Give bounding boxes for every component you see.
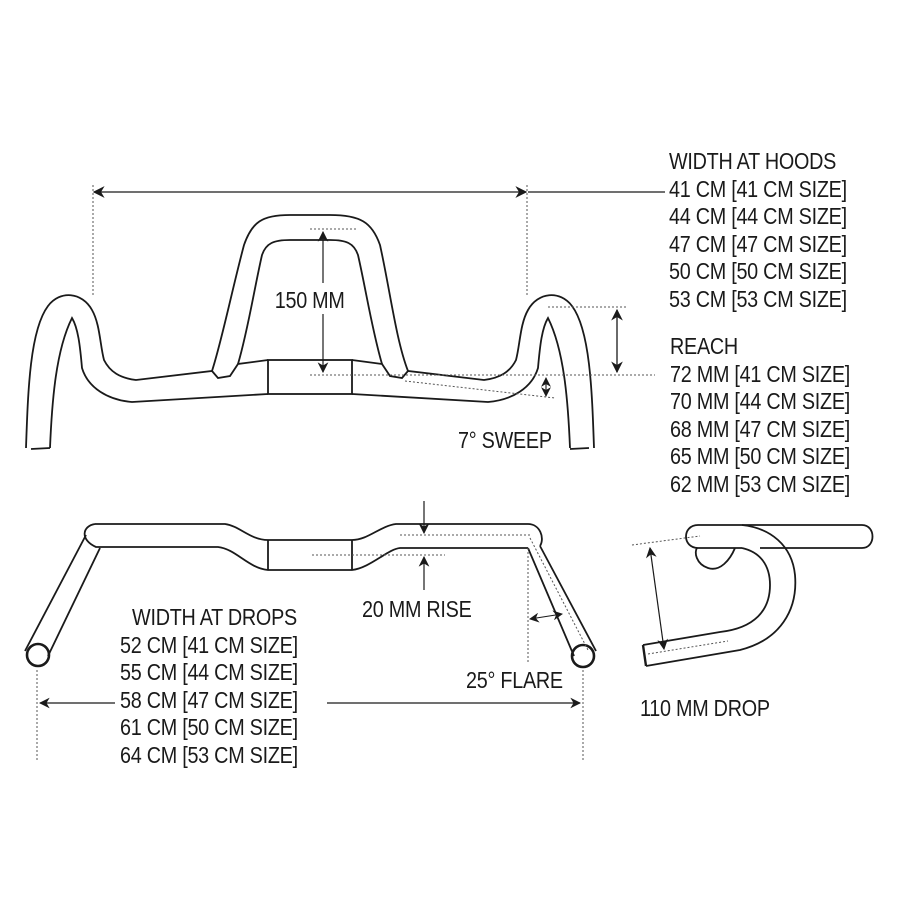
width-at-hoods-title: WIDTH AT HOODS <box>669 148 837 174</box>
reach-row: 62 MM [53 CM SIZE] <box>670 470 851 497</box>
flare-label: 25° FLARE <box>466 667 563 693</box>
reach-dimension <box>548 306 628 374</box>
width-at-hoods-row: 53 CM [53 CM SIZE] <box>669 285 847 312</box>
reach-row: 72 MM [41 CM SIZE] <box>670 360 851 387</box>
width-at-drops-row: 52 CM [41 CM SIZE] <box>120 631 298 658</box>
rise-label: 20 MM RISE <box>362 596 472 622</box>
width-at-hoods-row: 44 CM [44 CM SIZE] <box>669 203 847 230</box>
side-view <box>631 524 874 667</box>
reach-row: 65 MM [50 CM SIZE] <box>670 443 851 470</box>
width-at-hoods-dimension <box>92 185 665 296</box>
stem-clamp-front <box>267 359 353 395</box>
sweep-label: 7° SWEEP <box>458 427 552 453</box>
width-at-drops-row: 64 CM [53 CM SIZE] <box>120 741 298 768</box>
rise-dimension <box>312 501 530 590</box>
drop-dimension <box>631 535 729 655</box>
reach-row: 70 MM [44 CM SIZE] <box>670 388 851 415</box>
center-bridge <box>211 214 409 372</box>
reach-spec: REACH 72 MM [41 CM SIZE] 70 MM [44 CM SI… <box>670 333 879 499</box>
width-at-hoods-row: 41 CM [41 CM SIZE] <box>669 175 847 202</box>
width-at-hoods-row: 50 CM [50 CM SIZE] <box>669 258 847 285</box>
reach-row: 68 MM [47 CM SIZE] <box>670 415 851 442</box>
width-at-hoods-spec: WIDTH AT HOODS 41 CM [41 CM SIZE] 44 CM … <box>669 148 876 314</box>
right-bar-end <box>570 643 596 669</box>
left-bar-end <box>25 642 51 668</box>
width-at-drops-row: 55 CM [44 CM SIZE] <box>120 659 298 686</box>
width-at-drops-row: 61 CM [50 CM SIZE] <box>120 714 298 741</box>
width-at-hoods-row: 47 CM [47 CM SIZE] <box>669 230 847 257</box>
stack-label: 150 MM <box>273 286 347 314</box>
width-at-drops-spec: WIDTH AT DROPS 52 CM [41 CM SIZE] 55 CM … <box>120 604 327 770</box>
top-view <box>24 501 597 762</box>
width-at-drops-row: 58 CM [47 CM SIZE] <box>120 686 298 713</box>
sweep-dimension <box>404 377 556 399</box>
front-view <box>25 185 665 450</box>
width-at-drops-dimension <box>36 670 584 762</box>
stack-dimension <box>310 228 655 376</box>
drop-label: 110 MM DROP <box>640 695 770 721</box>
width-at-drops-title: WIDTH AT DROPS <box>132 604 297 630</box>
left-hook <box>25 294 269 449</box>
flare-dimension <box>527 537 589 662</box>
reach-title: REACH <box>670 333 738 359</box>
